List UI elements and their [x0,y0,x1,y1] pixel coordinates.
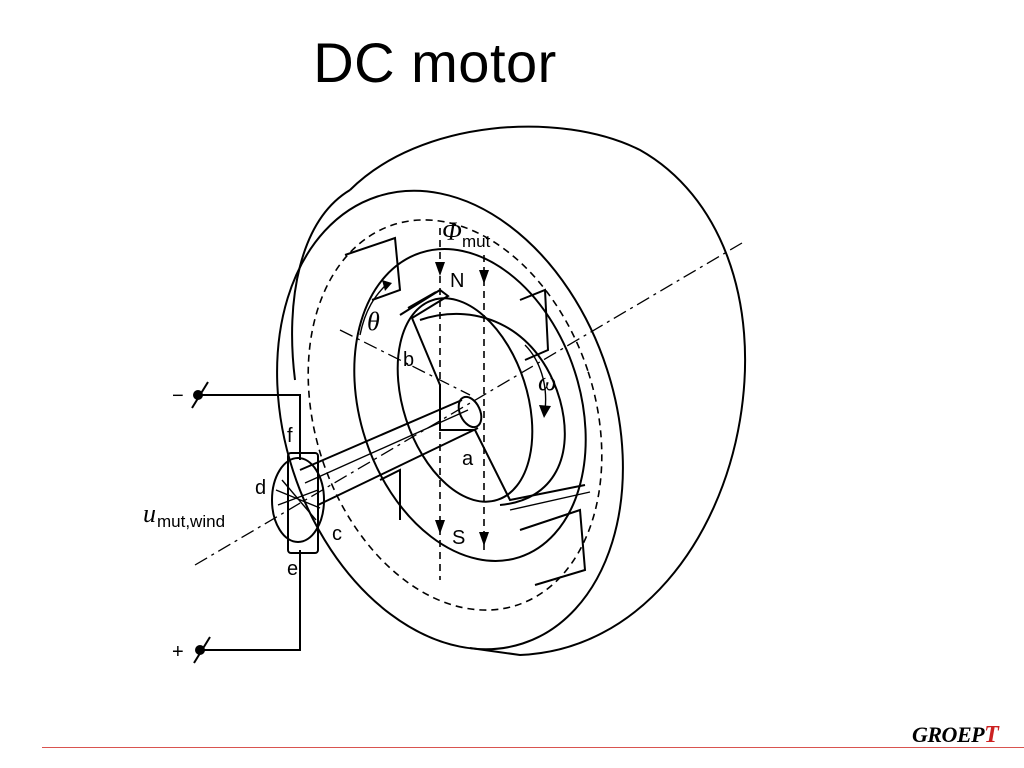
point-d-label: d [255,477,266,499]
flux-arrows [435,228,489,580]
groep-t-logo: GROEPT [912,722,999,749]
plus-terminal-label: + [172,641,184,663]
voltage-symbol: u [143,499,156,528]
omega-arc [524,344,547,411]
point-a-label: a [462,448,474,470]
flux-subscript: mut [462,232,491,251]
rotor [396,297,566,506]
omega-arrowhead [539,405,551,418]
north-pole-label: N [450,270,464,292]
commutator [271,452,325,554]
external-circuit [191,381,301,664]
armature-winding [399,288,591,511]
point-b-label: b [403,349,414,371]
angle-reference-line [339,329,471,396]
logo-t: T [984,722,999,748]
rotation-axis [194,242,743,566]
minus-terminal-label: − [172,385,184,407]
point-e-label: e [287,558,298,580]
south-pole-label: S [452,527,465,549]
point-c-label: c [332,523,342,545]
logo-text: GROEP [912,722,985,747]
voltage-subscript: mut,wind [157,512,225,531]
pole-pieces [344,236,587,586]
omega-label: ω [538,367,556,396]
flux-symbol: Φ [442,217,462,246]
theta-arrowhead [382,280,392,291]
shaft [299,395,483,506]
slide-title: DC motor [313,31,557,94]
footer-divider [42,747,1024,748]
theta-label: θ [367,307,380,336]
point-f-label: f [287,425,293,447]
